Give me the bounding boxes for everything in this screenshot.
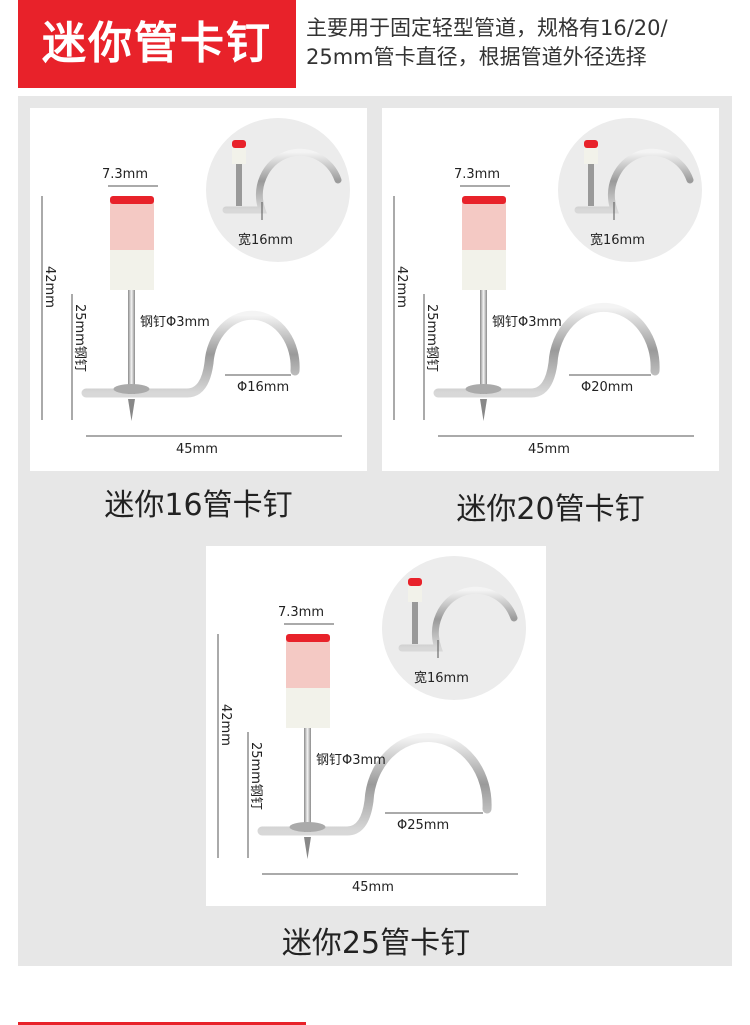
label-pipe-diameter: Φ20mm xyxy=(581,380,633,395)
inset-strap xyxy=(222,148,342,214)
clip-strap xyxy=(257,732,492,836)
label-nail-diameter: 钢钉Φ3mm xyxy=(492,315,562,330)
label-head-width: 7.3mm xyxy=(278,605,324,620)
label-head-width: 7.3mm xyxy=(454,167,500,182)
inset-sleeve xyxy=(408,584,422,602)
sleeve-white xyxy=(462,250,506,290)
inset-cap xyxy=(584,140,598,148)
label-strap-width: 宽16mm xyxy=(590,232,645,248)
label-total-length: 45mm xyxy=(528,442,570,457)
product-caption-25: 迷你25管卡钉 xyxy=(281,926,471,961)
nail-shaft xyxy=(480,286,487,394)
clip-strap xyxy=(81,310,300,398)
label-nail-diameter: 钢钉Φ3mm xyxy=(316,753,386,768)
inset-strap xyxy=(574,148,694,214)
header-description: 主要用于固定轻型管道，规格有16/20/ 25mm管卡直径，根据管道外径选择 xyxy=(306,14,736,72)
label-total-length: 45mm xyxy=(352,880,394,895)
nail-washer xyxy=(289,822,326,832)
description-line-2: 25mm管卡直径，根据管道外径选择 xyxy=(306,45,647,69)
nail-washer xyxy=(465,384,502,394)
label-pipe-diameter: Φ16mm xyxy=(237,380,289,395)
sleeve-pink xyxy=(286,638,330,688)
label-total-height: 42mm xyxy=(394,266,409,308)
sleeve-pink xyxy=(110,200,154,250)
nail-shaft xyxy=(128,286,135,394)
label-nail-diameter: 钢钉Φ3mm xyxy=(140,315,210,330)
inset-sleeve xyxy=(584,146,598,164)
sleeve-red-cap xyxy=(110,196,154,204)
label-total-height: 42mm xyxy=(42,266,57,308)
inset-cap xyxy=(408,578,422,586)
sleeve-pink xyxy=(462,200,506,250)
label-head-width: 7.3mm xyxy=(102,167,148,182)
product-caption-20: 迷你20管卡钉 xyxy=(456,492,645,527)
nail-tip xyxy=(304,837,311,859)
sleeve-white xyxy=(110,250,154,290)
label-nail-length: 25mm钢钉 xyxy=(248,742,263,810)
footer-accent-line xyxy=(18,1022,306,1025)
inset-sleeve xyxy=(232,146,246,164)
label-pipe-diameter: Φ25mm xyxy=(397,818,449,833)
clip-strap xyxy=(433,302,660,398)
nail-tip xyxy=(128,399,135,421)
nail-shaft xyxy=(304,724,311,832)
inset-nail xyxy=(588,160,594,206)
label-total-length: 45mm xyxy=(176,442,218,457)
page-title: 迷你管卡钉 xyxy=(18,0,296,88)
header: 迷你管卡钉 主要用于固定轻型管道，规格有16/20/ 25mm管卡直径，根据管道… xyxy=(0,0,750,88)
inset-cap xyxy=(232,140,246,148)
label-strap-width: 宽16mm xyxy=(414,670,469,686)
inset-nail xyxy=(412,598,418,644)
inset-strap xyxy=(398,586,518,652)
nail-washer xyxy=(113,384,150,394)
label-nail-length: 25mm钢钉 xyxy=(424,304,439,372)
description-line-1: 主要用于固定轻型管道，规格有16/20/ xyxy=(306,16,668,40)
label-nail-length: 25mm钢钉 xyxy=(72,304,87,372)
inset-nail xyxy=(236,160,242,206)
sleeve-red-cap xyxy=(462,196,506,204)
product-caption-16: 迷你16管卡钉 xyxy=(104,488,293,523)
label-total-height: 42mm xyxy=(218,704,233,746)
nail-tip xyxy=(480,399,487,421)
sleeve-red-cap xyxy=(286,634,330,642)
label-strap-width: 宽16mm xyxy=(238,232,293,248)
sleeve-white xyxy=(286,688,330,728)
